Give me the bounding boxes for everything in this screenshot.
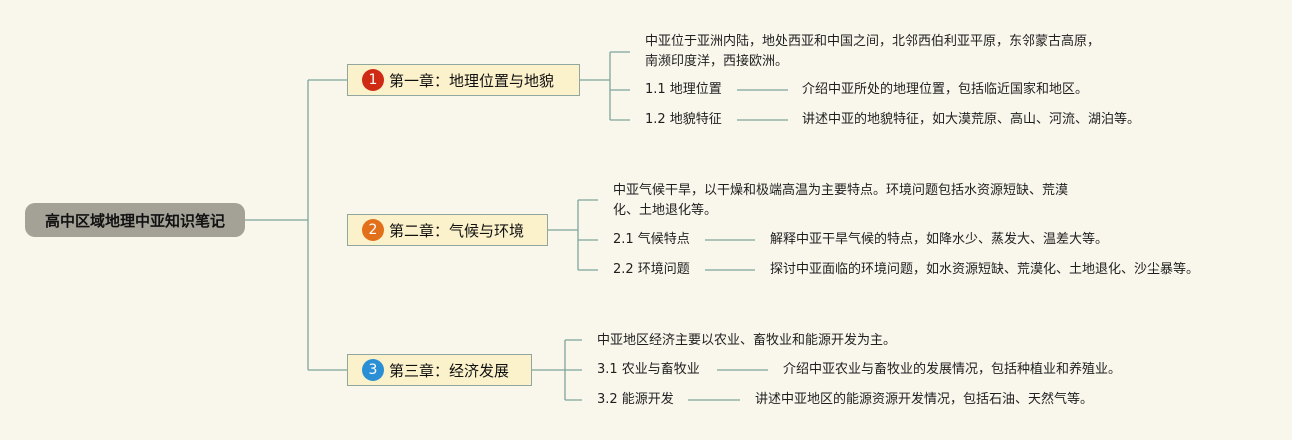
section-1-1-label[interactable]: 1.1 地理位置: [645, 82, 722, 97]
section-2-2-label[interactable]: 2.2 环境问题: [613, 262, 690, 277]
chapter-3-number-badge: 3: [362, 359, 384, 381]
section-3-1-detail[interactable]: 介绍中亚农业与畜牧业的发展情况，包括种植业和养殖业。: [783, 362, 1122, 377]
chapter-2-node[interactable]: 2 第二章：气候与环境: [347, 214, 548, 246]
section-2-2-detail[interactable]: 探讨中亚面临的环境问题，如水资源短缺、荒漠化、土地退化、沙尘暴等。: [770, 262, 1200, 277]
chapter-1-summary-line-1[interactable]: 中亚位于亚洲内陆，地处西亚和中国之间，北邻西伯利亚平原，东邻蒙古高原，: [645, 34, 1101, 49]
chapter-3-summary-line-1[interactable]: 中亚地区经济主要以农业、畜牧业和能源开发为主。: [597, 333, 897, 348]
chapter-1-summary-line-2[interactable]: 南濒印度洋，西接欧洲。: [645, 54, 789, 69]
section-1-2-detail[interactable]: 讲述中亚的地貌特征，如大漠荒原、高山、河流、湖泊等。: [802, 112, 1141, 127]
section-3-2-detail[interactable]: 讲述中亚地区的能源资源开发情况，包括石油、天然气等。: [755, 392, 1094, 407]
section-3-1-label[interactable]: 3.1 农业与畜牧业: [597, 362, 700, 377]
root-topic[interactable]: 高中区域地理中亚知识笔记: [25, 203, 245, 237]
chapter-2-number-badge: 2: [362, 219, 384, 241]
chapter-3-node[interactable]: 3 第三章：经济发展: [347, 354, 532, 386]
chapter-2-title: 第二章：气候与环境: [389, 221, 525, 240]
section-2-1-label[interactable]: 2.1 气候特点: [613, 232, 690, 247]
section-3-2-label[interactable]: 3.2 能源开发: [597, 392, 674, 407]
section-1-2-label[interactable]: 1.2 地貌特征: [645, 112, 722, 127]
chapter-2-summary-line-2[interactable]: 化、土地退化等。: [613, 203, 718, 218]
chapter-1-node[interactable]: 1 第一章：地理位置与地貌: [347, 64, 580, 96]
chapter-2-summary-line-1[interactable]: 中亚气候干旱，以干燥和极端高温为主要特点。环境问题包括水资源短缺、荒漠: [613, 183, 1069, 198]
chapter-1-title: 第一章：地理位置与地貌: [389, 71, 555, 90]
section-1-1-detail[interactable]: 介绍中亚所处的地理位置，包括临近国家和地区。: [802, 82, 1089, 97]
chapter-1-number-badge: 1: [362, 69, 384, 91]
chapter-3-title: 第三章：经济发展: [389, 361, 510, 380]
section-2-1-detail[interactable]: 解释中亚干旱气候的特点，如降水少、蒸发大、温差大等。: [770, 232, 1109, 247]
